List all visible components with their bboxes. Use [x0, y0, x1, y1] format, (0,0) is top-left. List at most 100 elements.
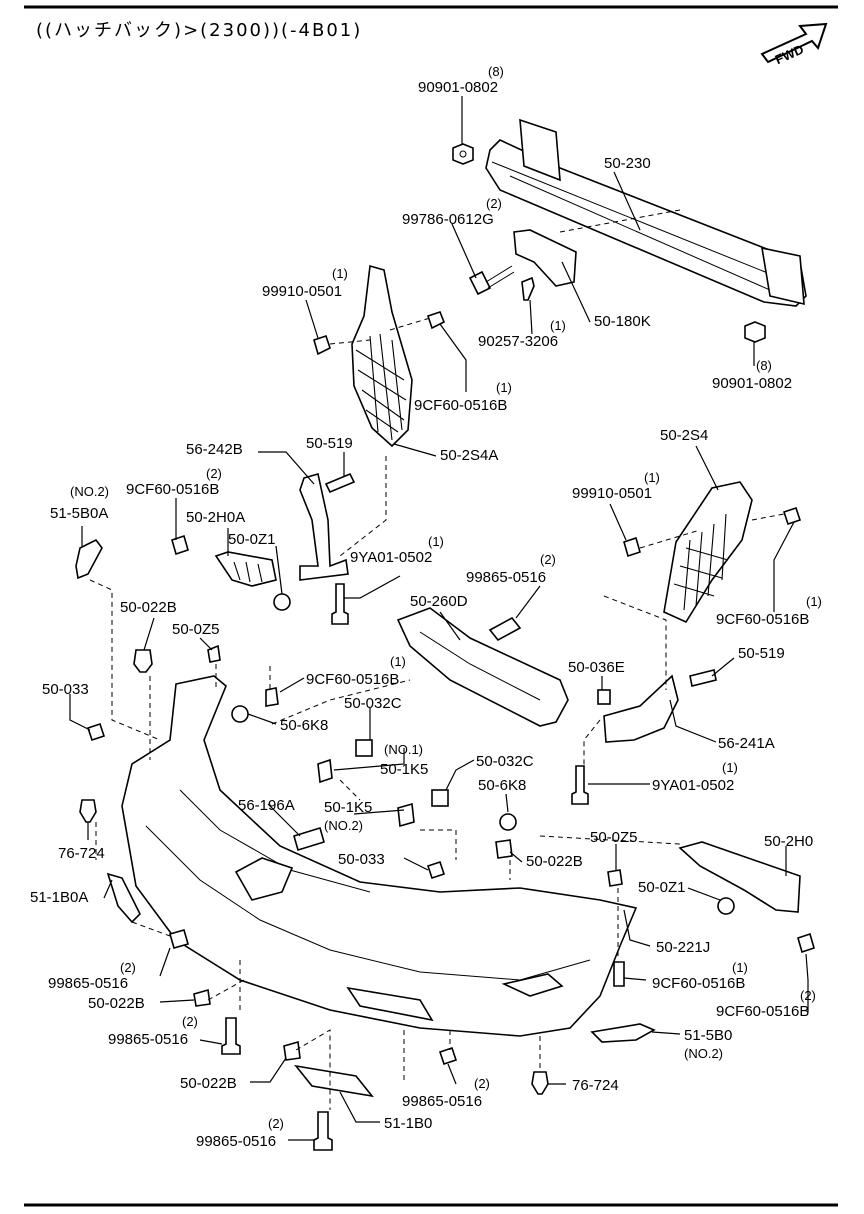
bracket-part-56-241a [603, 674, 679, 743]
callout-code: 50-022B [88, 995, 145, 1012]
bracket-part-50-260d [396, 607, 569, 727]
clip-part-50-022b-center [495, 839, 513, 859]
callout-code: 50-6K8 [280, 717, 328, 734]
splash-guard-right-part [663, 481, 753, 624]
callout-code: 90901-0802 [712, 375, 792, 392]
diagram-header-title: ((ハッチバック)>(2300))(-4B01) [36, 20, 362, 41]
pin-part-50-519-left [324, 472, 356, 494]
callout-code: 99865-0516 [108, 1031, 188, 1048]
nut-part-50-6k8-center [499, 813, 517, 831]
clip-part-50-032c-lower [431, 789, 449, 807]
callout-code: 50-221J [656, 939, 710, 956]
screw-part-99865-bottom [313, 1111, 333, 1151]
callout-code: 50-1K5 [324, 799, 372, 816]
bolt-part-9ya01-right [571, 765, 589, 805]
callout-code: 50-2H0 [764, 833, 813, 850]
callout-code: 50-022B [120, 599, 177, 616]
pin-part-50-519-right [689, 669, 717, 687]
clip-part-50-0z5-right [607, 869, 623, 887]
fwd-badge-text: FWD [773, 41, 806, 67]
callout-qty: (1) [722, 760, 738, 775]
clip-part-50-036e [597, 689, 611, 705]
screw-part-9cf60-mid [265, 687, 279, 707]
bolt-part-99786 [468, 265, 515, 296]
clip-part-50-022b-lower-b [283, 1040, 301, 1061]
callout-code: 50-2S4 [660, 427, 708, 444]
callout-code: 50-036E [568, 659, 625, 676]
front-bumper-cover-part [121, 675, 638, 1037]
screw-part-9cf60-left [171, 534, 189, 556]
callout-qty: (1) [428, 534, 444, 549]
callout-code: 99910-0501 [262, 283, 342, 300]
callout-qty: (2) [486, 196, 502, 211]
callout-code: 9CF60-0516B [306, 671, 399, 688]
callout-code: 9CF60-0516B [652, 975, 745, 992]
reflector-part-51-5b0a [75, 538, 103, 580]
clip-part-99910-left [313, 334, 331, 356]
screw-part-99865-left [169, 929, 189, 949]
reinforcement-beam-part [485, 118, 807, 307]
callout-code: 9CF60-0516B [126, 481, 219, 498]
callout-code: 50-022B [180, 1075, 237, 1092]
callout-code: 50-032C [344, 695, 402, 712]
callout-code: 50-0Z5 [172, 621, 220, 638]
clip-part-50-032c-upper [355, 739, 373, 757]
callout-code: 56-241A [718, 735, 775, 752]
callout-qty: (1) [496, 380, 512, 395]
nut-part-50-0z1-left [273, 593, 291, 611]
callout-code: 50-230 [604, 155, 651, 172]
screw-part-9cf60-right-upper [782, 506, 802, 526]
callout-code: 99865-0516 [196, 1133, 276, 1150]
pin-part-76-724-left [79, 799, 97, 823]
callout-qty: (1) [390, 654, 406, 669]
callout-code: 50-022B [526, 853, 583, 870]
callout-code: 99865-0516 [48, 975, 128, 992]
callout-code: 50-2H0A [186, 509, 245, 526]
screw-part-9cf60-right-lower [797, 932, 815, 954]
callout-code: 51-1B0 [384, 1115, 432, 1132]
clip-part-50-1k5-no2 [397, 802, 415, 828]
clip-part-50-1k5-no1 [317, 758, 333, 784]
screw-part-99865-lower-b [438, 1046, 458, 1066]
callout-code: 50-2S4A [440, 447, 498, 464]
callout-code: 50-033 [42, 681, 89, 698]
callout-code: 50-033 [338, 851, 385, 868]
bracket-part-56-242b [299, 472, 349, 581]
nut-part-right [744, 321, 766, 343]
bracket-part-50-2h0 [678, 841, 801, 913]
callout-code: 99865-0516 [402, 1093, 482, 1110]
bracket-part-50-180k [513, 229, 577, 287]
callout-labels: (8) 90901-0802 50-230 (2) 99786-0612G (1… [30, 64, 822, 1150]
nut-part-top [452, 143, 474, 165]
callout-qty: (1) [644, 470, 660, 485]
nut-part-50-0z1-right [717, 897, 735, 915]
screw-part-50-033-left [86, 722, 106, 742]
callout-qty: (NO.2) [684, 1046, 723, 1061]
callout-code: 50-519 [738, 645, 785, 662]
callout-qty: (8) [488, 64, 504, 79]
callout-qty: (2) [182, 1014, 198, 1029]
pin-part-76-724-right [531, 1071, 549, 1095]
callout-qty: (1) [550, 318, 566, 333]
callout-code: 9CF60-0516B [414, 397, 507, 414]
callout-code: 99786-0612G [402, 211, 494, 228]
callout-code: 51-5B0 [684, 1027, 732, 1044]
fwd-arrow-icon: FWD [760, 22, 828, 67]
callout-code: 56-196A [238, 797, 295, 814]
callout-code: 76-724 [58, 845, 105, 862]
callout-qty: (NO.2) [324, 818, 363, 833]
callout-qty: (1) [332, 266, 348, 281]
fog-cover-part-51-1b0a [106, 872, 141, 924]
screw-part-50-033-center [426, 860, 446, 880]
callout-code: 99865-0516 [466, 569, 546, 586]
callout-qty: (NO.1) [384, 742, 423, 757]
callout-qty: (2) [540, 552, 556, 567]
callout-code: 90257-3206 [478, 333, 558, 350]
callout-code: 9CF60-0516B [716, 1003, 809, 1020]
clip-part-50-022b-lower-a [193, 988, 211, 1007]
callout-code: 50-1K5 [380, 761, 428, 778]
screw-part-9cf60-bottom-right [613, 961, 625, 987]
callout-code: 50-0Z5 [590, 829, 638, 846]
callout-qty: (8) [756, 358, 772, 373]
